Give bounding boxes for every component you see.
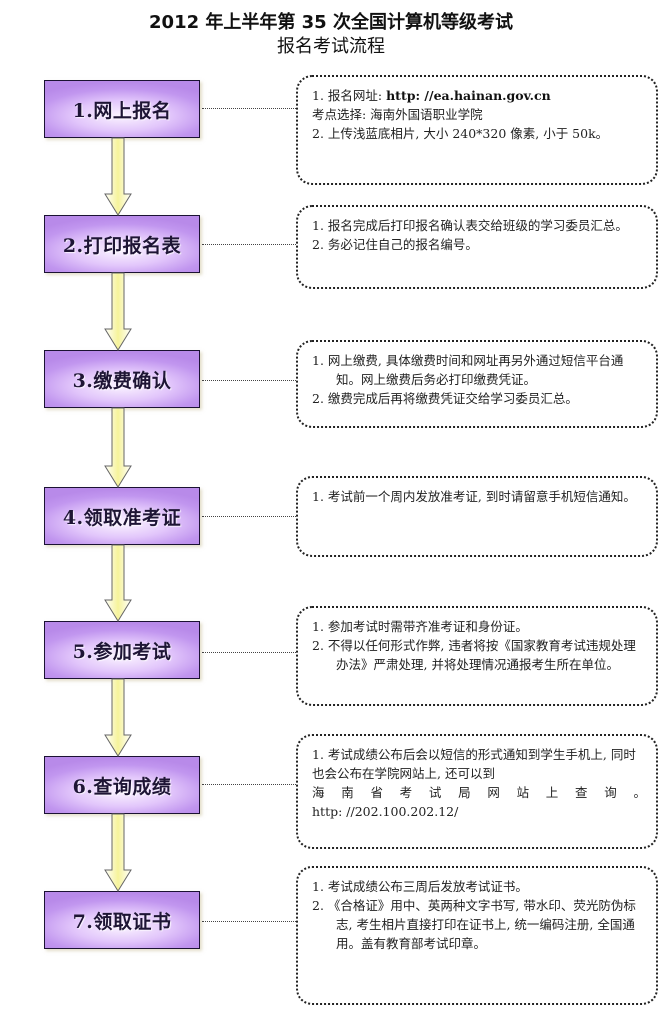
note-box-7: 1. 考试成绩公布三周后发放考试证书。 2. 《合格证》用中、英两种文字书写, … [296,866,658,1005]
note-box-6: 1. 考试成绩公布后会以短信的形式通知到学生手机上, 同时也会公布在学院网站上,… [296,734,658,849]
connector-1 [202,108,296,109]
note-line: 1. 考试成绩公布后会以短信的形式通知到学生手机上, 同时也会公布在学院网站上,… [312,747,636,781]
step-label: 1.网上报名 [72,99,172,122]
step-label: 4.领取准考证 [62,506,182,529]
down-arrow-4 [104,544,132,622]
connector-4 [202,516,296,517]
step-box-2: 2.打印报名表 [44,215,200,273]
note-line: 1. 网上缴费, 具体缴费时间和网址再另外通过短信平台通知。网上缴费后务必打印缴… [312,353,624,387]
diagram-subtitle: 报名考试流程 [277,36,385,57]
down-arrow-3 [104,407,132,488]
connector-6 [202,784,296,785]
registration-url: http: //ea.hainan.gov.cn [386,88,551,103]
step-box-4: 4.领取准考证 [44,487,200,545]
note-line: 1. 考试成绩公布三周后发放考试证书。 [312,879,528,894]
step-box-6: 6.查询成绩 [44,756,200,814]
step-label: 5.参加考试 [72,640,172,663]
step-label: 7.领取证书 [72,910,172,933]
connector-3 [202,380,296,381]
note-line: 2. 《合格证》用中、英两种文字书写, 带水印、荧光防伪标志, 考生相片直接打印… [312,898,636,951]
down-arrow-6 [104,813,132,892]
down-arrow-1 [104,137,132,216]
diagram-title: 2012 年上半年第 35 次全国计算机等级考试 [149,12,513,33]
note-line: 1. 参加考试时需带齐准考证和身份证。 [312,619,528,634]
score-query-url: http: //202.100.202.12/ [312,804,459,819]
step-label: 2.打印报名表 [62,234,182,257]
note-line: 2. 上传浅蓝底相片, 大小 240*320 像素, 小于 50k。 [312,126,609,141]
step-box-5: 5.参加考试 [44,621,200,679]
step-box-1: 1.网上报名 [44,80,200,138]
down-arrow-5 [104,678,132,757]
connector-7 [202,921,296,922]
note-line: 2. 务必记住自己的报名编号。 [312,237,478,252]
down-arrow-2 [104,272,132,351]
note-line: 1. 报名网址: http: //ea.hainan.gov.cn [312,88,551,103]
note-box-3: 1. 网上缴费, 具体缴费时间和网址再另外通过短信平台通知。网上缴费后务必打印缴… [296,340,658,428]
note-line: 考点选择: 海南外国语职业学院 [312,107,483,122]
connector-2 [202,244,296,245]
step-box-7: 7.领取证书 [44,891,200,949]
note-box-5: 1. 参加考试时需带齐准考证和身份证。 2. 不得以任何形式作弊, 违者将按《国… [296,606,658,706]
note-line: 1. 考试前一个周内发放准考证, 到时请留意手机短信通知。 [312,489,636,504]
step-label: 6.查询成绩 [72,775,172,798]
note-line: 2. 缴费完成后再将缴费凭证交给学习委员汇总。 [312,391,578,406]
note-line: 1. 报名完成后打印报名确认表交给班级的学习委员汇总。 [312,218,628,233]
connector-5 [202,652,296,653]
step-label: 3.缴费确认 [72,369,172,392]
note-box-4: 1. 考试前一个周内发放准考证, 到时请留意手机短信通知。 [296,476,658,557]
note-box-2: 1. 报名完成后打印报名确认表交给班级的学习委员汇总。 2. 务必记住自己的报名… [296,205,658,289]
note-box-1: 1. 报名网址: http: //ea.hainan.gov.cn 考点选择: … [296,75,658,185]
note-line: 海 南 省 考 试 局 网 站 上 查 询 。 [312,785,646,800]
note-line: 2. 不得以任何形式作弊, 违者将按《国家教育考试违规处理办法》严肃处理, 并将… [312,638,636,672]
step-box-3: 3.缴费确认 [44,350,200,408]
